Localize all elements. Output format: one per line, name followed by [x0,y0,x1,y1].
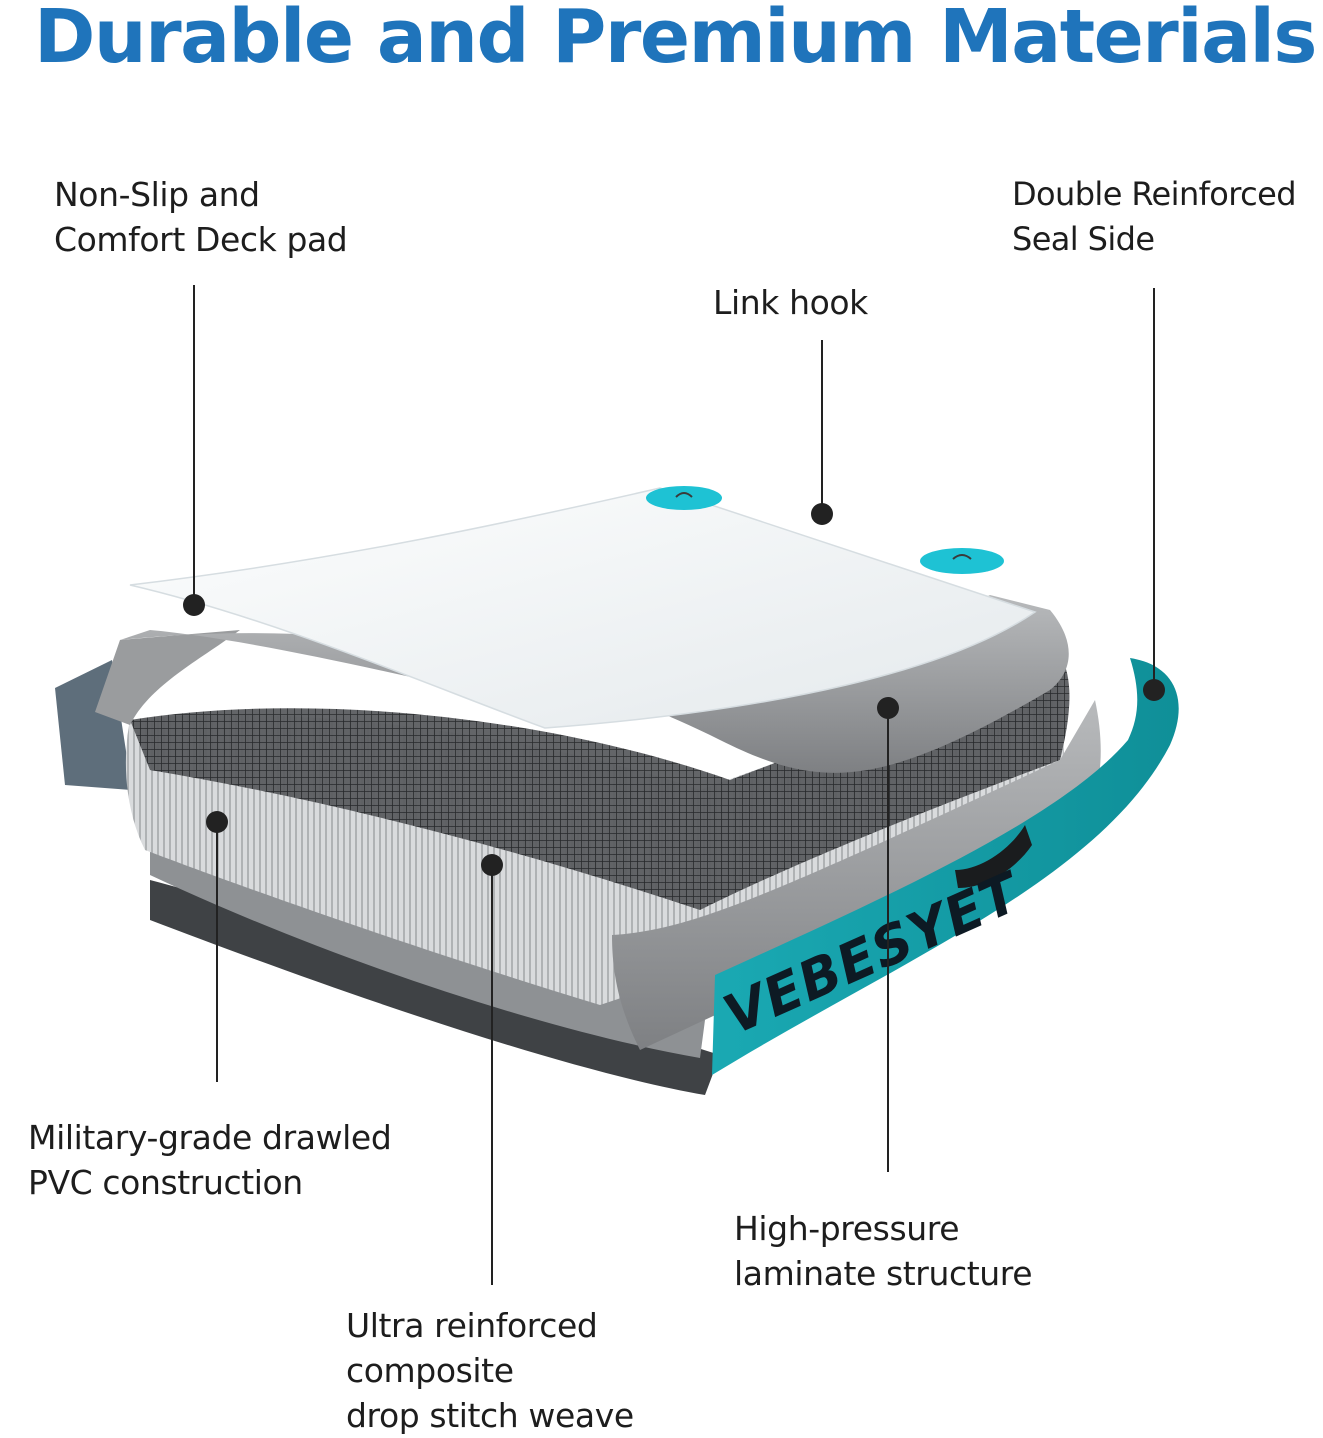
label-laminate: High-pressure laminate structure [734,1206,1033,1296]
marker-dot [811,503,833,525]
label-line: High-pressure [734,1209,960,1248]
marker-dot [183,594,205,616]
drop-stitch-mesh [130,655,1070,910]
marker-dot [1143,679,1165,701]
label-line: laminate structure [734,1254,1033,1293]
page-title: Durable and Premium Materials [34,0,1317,80]
link-hook-icon [920,548,1004,574]
laminate-front-lip [612,700,1101,1050]
seal-side-band [712,658,1179,1075]
marker-dot [481,854,503,876]
label-drop-stitch: Ultra reinforced composite drop stitch w… [346,1303,634,1438]
label-line: Double Reinforced [1012,175,1297,213]
marker-dot [877,697,899,719]
deck-pad-layer [129,487,1037,729]
label-pvc: Military-grade drawled PVC construction [28,1115,392,1205]
label-line: Comfort Deck pad [54,220,348,259]
label-link-hook: Link hook [713,280,868,325]
link-hook-icon [646,486,722,510]
label-line: Seal Side [1012,220,1155,258]
marker-dot [206,811,228,833]
label-seal-side: Double Reinforced Seal Side [1012,172,1297,262]
handle-icon [955,825,1032,888]
label-line: PVC construction [28,1163,303,1202]
laminate-left-curl [95,630,240,725]
label-line: Military-grade drawled [28,1118,392,1157]
label-line: composite [346,1351,514,1390]
label-line: drop stitch weave [346,1396,634,1435]
label-line: Non-Slip and [54,175,260,214]
label-line: Ultra reinforced [346,1306,598,1345]
label-line: Link hook [713,283,868,322]
label-deck-pad: Non-Slip and Comfort Deck pad [54,172,348,262]
